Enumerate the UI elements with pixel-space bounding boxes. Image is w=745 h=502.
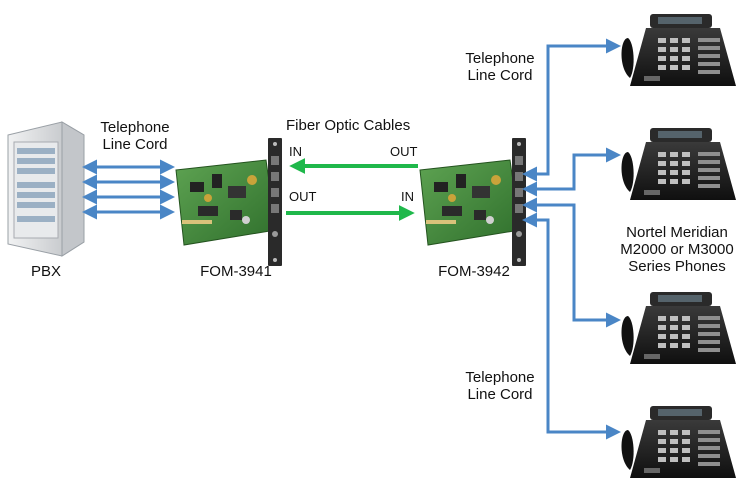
fiber-top-in-label: IN [289,144,302,159]
pbx-line-cords [82,159,175,220]
line-cord-bottom-right-label: Telephone Line Cord [455,369,545,403]
fiber-bottom-out-label: OUT [289,189,317,204]
line-cord-left-line-1: Telephone [100,119,170,136]
phone-line-cords [522,38,621,440]
pbx-rack-icon [7,121,85,257]
phone-4-icon [621,406,736,478]
line-cord-left-label: Telephone Line Cord [90,119,180,153]
pbx-label: PBX [30,263,61,280]
line-cord-top-right-line-2: Line Cord [467,67,533,84]
line-cord-phone-3 [522,197,621,328]
phones-caption-line-3: Series Phones [628,258,726,275]
fom-3941-label: FOM-3941 [200,263,272,280]
fom-3942-module-icon [419,137,527,267]
line-cord-phone-2 [522,147,621,197]
fiber-cables-label: Fiber Optic Cables [286,117,411,134]
fiber-top-out-label: OUT [390,144,418,159]
phone-2-icon [621,128,736,200]
line-cord-phone-4 [522,212,621,440]
phones-caption-line-2: M2000 or M3000 [620,241,734,258]
line-cord-left-line-2: Line Cord [102,136,168,153]
line-cord-top-right-line-1: Telephone [465,50,535,67]
line-cord-bottom-right-line-2: Line Cord [467,386,533,403]
fiber-optic-cables [286,158,418,221]
phones-caption: Nortel Meridian M2000 or M3000 Series Ph… [612,224,742,275]
phones-caption-line-1: Nortel Meridian [626,224,728,241]
line-cord-top-right-label: Telephone Line Cord [455,50,545,84]
phone-1-icon [621,14,736,86]
line-cord-bottom-right-line-1: Telephone [465,369,535,386]
fom-3942-label: FOM-3942 [438,263,510,280]
fom-3941-module-icon [175,137,283,267]
phone-3-icon [621,292,736,364]
fiber-bottom-in-label: IN [401,189,414,204]
